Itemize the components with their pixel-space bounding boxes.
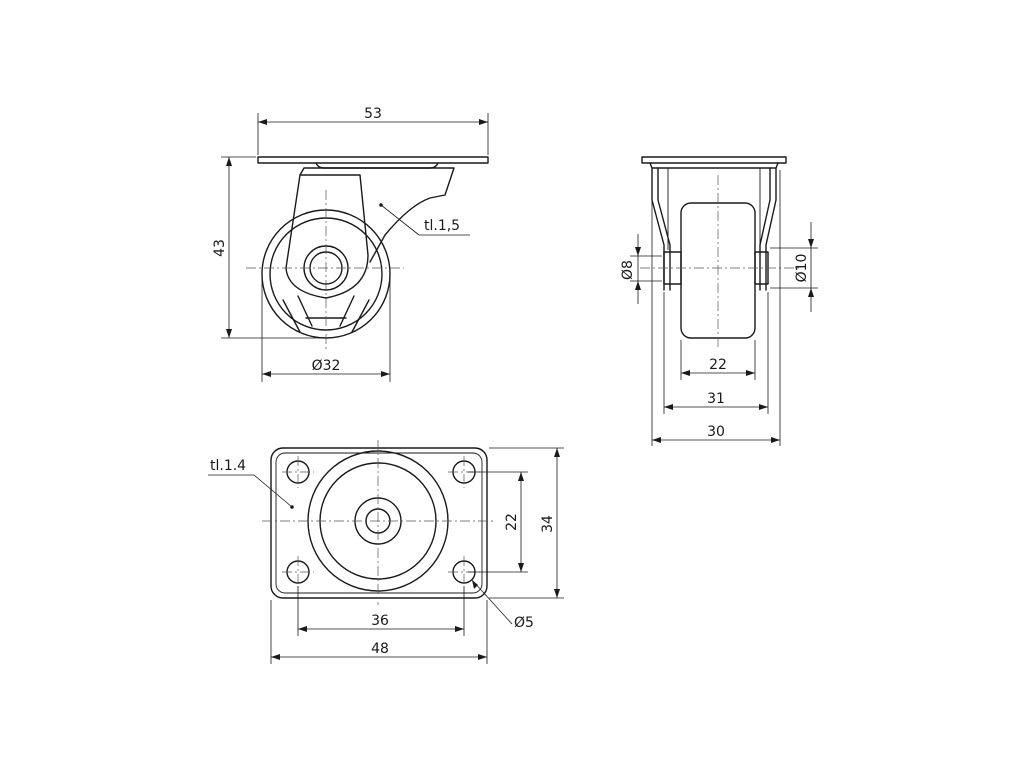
front-view: Ø8 Ø10 22 31 [620,156,818,446]
front-mounting-plate [641,156,787,164]
top-hole-spacing-v-dimension: 22 [468,471,528,573]
top-hole-crosslines [282,456,480,588]
top-plate-height-label: 34 [540,515,556,533]
top-hole-spacing-h-dimension: 36 [297,586,465,636]
front-hub-diameter-dimension: Ø10 [770,222,818,312]
side-wheel-diameter-dimension: Ø32 [261,276,391,382]
front-plate-width-label: 30 [707,424,725,440]
front-fork-width-dimension: 31 [663,292,769,414]
top-plate-width-dimension: 48 [270,600,488,664]
front-axle-diameter-dimension: Ø8 [620,234,662,304]
front-fork-right-outer [765,167,777,291]
top-hole-spacing-v-label: 22 [504,513,520,531]
top-hole-diameter-leader: Ø5 [471,579,534,631]
side-height-label: 43 [212,239,228,257]
front-wheel-width-label: 22 [709,357,727,373]
front-wheel-width-dimension: 22 [680,340,756,380]
top-plate-outer [270,447,488,599]
side-width-label: 53 [364,106,382,122]
front-hub-diameter-label: Ø10 [794,254,810,283]
top-hole-diameter-label: Ø5 [514,615,534,631]
side-width-dimension: 53 [257,106,489,155]
front-fork-width-label: 31 [707,391,725,407]
top-thickness-label: tl.1.4 [210,458,246,474]
side-fork-body [299,167,455,263]
side-fork-leg [285,174,369,299]
side-mounting-plate [257,156,489,164]
side-view: 53 43 Ø32 tl.1,5 [212,106,489,382]
top-hole-spacing-h-label: 36 [371,613,389,629]
side-height-dimension: 43 [212,156,324,339]
front-axle-diameter-label: Ø8 [620,260,636,280]
front-swivel-race [649,162,779,169]
front-fork-left-inner [657,167,671,291]
side-thickness-leader: tl.1,5 [379,203,470,236]
top-thickness-leader: tl.1.4 [208,458,294,509]
top-plate-height-dimension: 34 [489,447,564,599]
side-thickness-label: tl.1,5 [424,218,460,234]
side-swivel-race [315,162,439,169]
top-plate-width-label: 48 [371,641,389,657]
top-view: tl.1.4 22 34 36 [208,440,564,664]
front-fork-right-inner [759,167,771,291]
top-plate-inner [275,452,483,594]
side-wheel-spokes [282,295,370,333]
side-wheel-diameter-label: Ø32 [312,358,341,374]
front-plate-width-dimension: 30 [651,170,781,446]
